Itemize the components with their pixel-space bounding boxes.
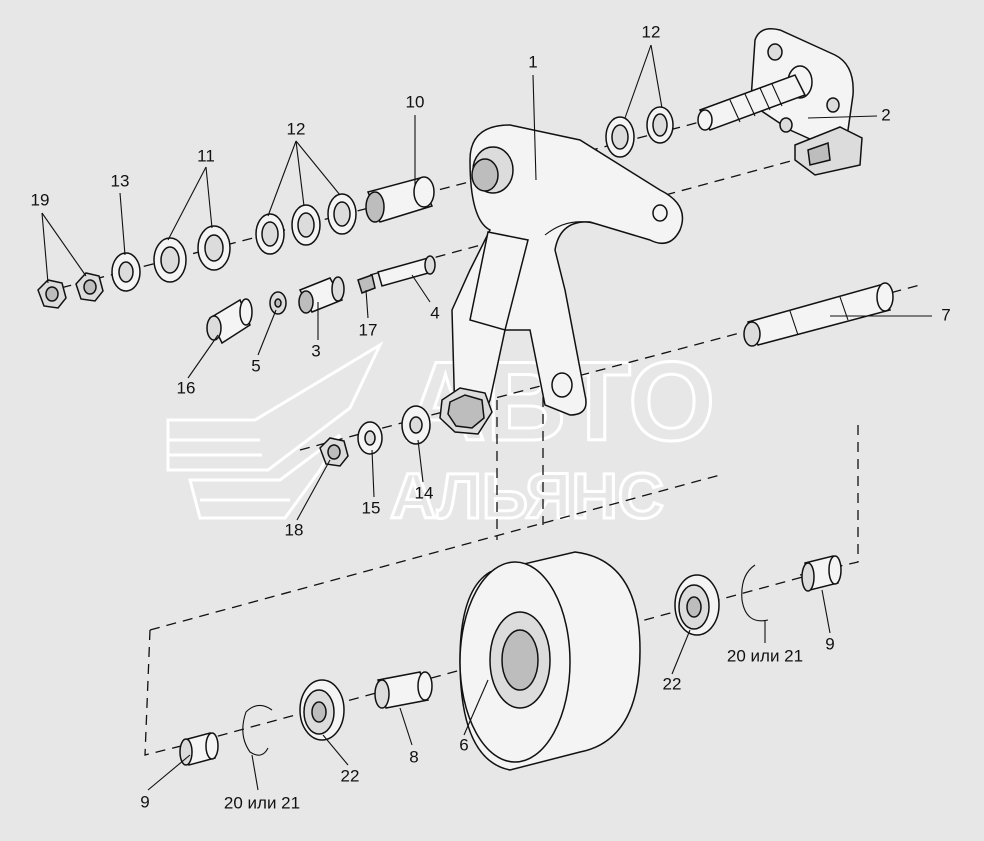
callout-3: 3 xyxy=(311,341,320,360)
part-8-spacer xyxy=(374,671,433,709)
callout-2: 2 xyxy=(881,105,890,124)
callout-20-or-21-left: 20 или 21 xyxy=(224,793,300,812)
callout-8: 8 xyxy=(409,747,418,766)
part-15-washer xyxy=(357,421,383,455)
callout-14: 14 xyxy=(415,483,434,502)
part-5-disc xyxy=(269,291,287,315)
part-4-bolt xyxy=(377,255,436,287)
callout-13: 13 xyxy=(111,171,130,190)
watermark: АВТО АЛЬЯНС xyxy=(166,338,717,534)
part-6-roller xyxy=(459,551,641,771)
part-7-axle xyxy=(743,282,894,347)
callout-9-left: 9 xyxy=(140,792,149,811)
callout-15: 15 xyxy=(362,498,381,517)
callout-22-right: 22 xyxy=(663,674,682,693)
part-16-cap xyxy=(206,298,253,345)
callout-7: 7 xyxy=(941,305,950,324)
callout-20-or-21-right: 20 или 21 xyxy=(727,646,803,665)
callout-10: 10 xyxy=(406,92,425,111)
part-2-shaft-flange xyxy=(697,28,863,176)
part-17-spring xyxy=(357,274,376,294)
callout-19: 19 xyxy=(31,190,50,209)
callout-12-left: 12 xyxy=(287,119,306,138)
callout-5: 5 xyxy=(251,356,260,375)
watermark-logo xyxy=(166,341,384,520)
callout-9-right: 9 xyxy=(825,634,834,653)
axis-lower-dash xyxy=(149,474,721,631)
part-13-washer xyxy=(111,252,141,292)
watermark-text-line2: АЛЬЯНС xyxy=(390,460,664,532)
part-3-adjuster xyxy=(298,276,345,314)
part-14-washer xyxy=(401,405,431,445)
callout-labels: 1 2 3 4 5 6 7 8 9 9 10 11 12 12 13 14 15… xyxy=(31,22,951,812)
part-18-nut xyxy=(319,437,349,467)
part-9-sleeve-left xyxy=(179,732,219,766)
axis-right-drop xyxy=(799,425,859,576)
callout-18: 18 xyxy=(285,520,304,539)
callout-1: 1 xyxy=(528,52,537,71)
part-12-washers-left xyxy=(255,193,357,255)
part-10-bushing xyxy=(365,176,435,223)
callout-17: 17 xyxy=(359,320,378,339)
part-22-bearing-left xyxy=(299,679,345,741)
callout-6: 6 xyxy=(459,735,468,754)
part-9-sleeve-right xyxy=(801,555,842,592)
part-20-21-snap-ring-right xyxy=(741,564,769,622)
part-22-bearing-right xyxy=(674,574,720,636)
part-12-washers-upper xyxy=(605,106,674,158)
part-20-21-snap-ring-left xyxy=(242,704,273,756)
part-1-tensioner-arm xyxy=(439,124,684,435)
part-11-washers xyxy=(153,225,231,283)
leader-lines xyxy=(41,44,932,791)
callout-16: 16 xyxy=(177,378,196,397)
axis-left-drop xyxy=(144,629,186,756)
callout-11: 11 xyxy=(197,146,215,165)
callout-4: 4 xyxy=(430,303,439,322)
callout-12-upper: 12 xyxy=(642,22,661,41)
callout-22-left: 22 xyxy=(341,766,360,785)
axis-bracket xyxy=(369,144,851,276)
